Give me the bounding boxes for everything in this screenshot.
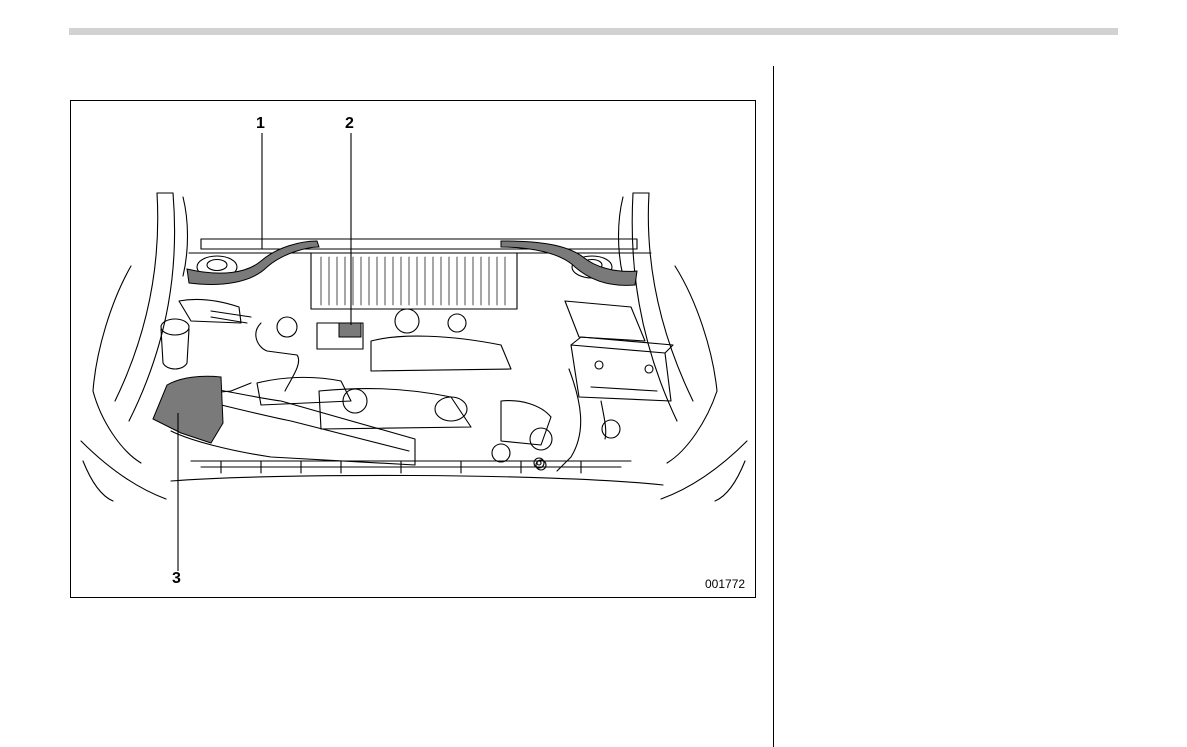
highlighted-component <box>339 323 361 337</box>
figure-id: 001772 <box>705 578 745 590</box>
air-intake-highlight <box>153 376 223 443</box>
engine-compartment-illustration <box>71 101 756 598</box>
header-rule <box>69 28 1118 35</box>
callout-3: 3 <box>172 571 181 587</box>
strut-brace-right-highlight <box>501 241 637 285</box>
column-divider <box>773 66 774 747</box>
callout-2: 2 <box>345 116 354 132</box>
callout-1: 1 <box>256 116 265 132</box>
strut-brace-left-highlight <box>187 241 319 284</box>
right-hood-edge <box>648 193 693 401</box>
engine-compartment-figure: 1 2 3 001772 <box>70 100 756 598</box>
